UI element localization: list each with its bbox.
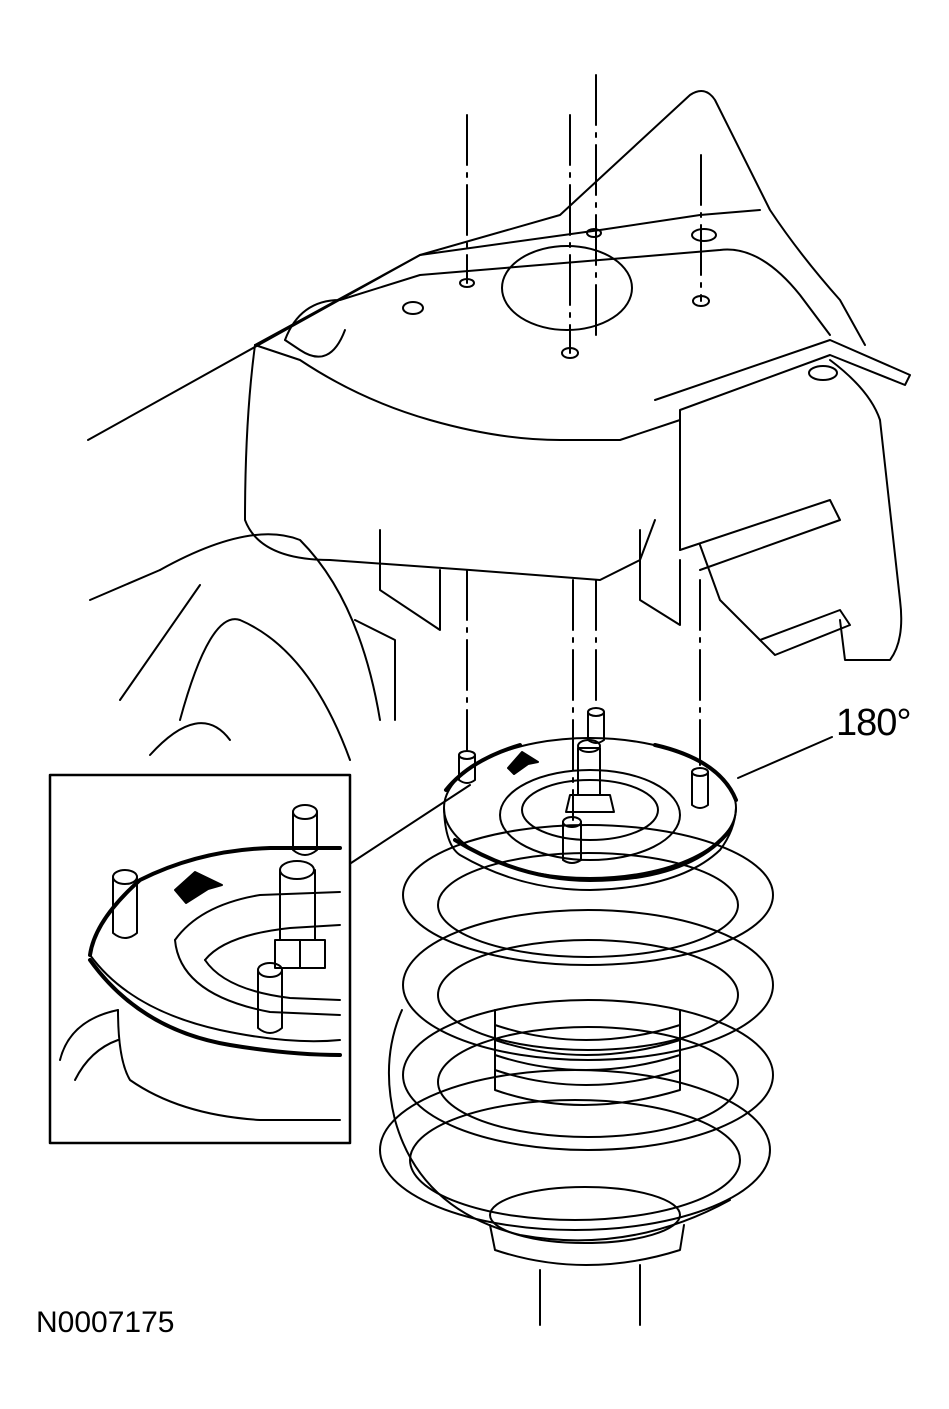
coil-spring [379,824,774,1242]
damper-body [489,1009,685,1326]
inset-mount [59,804,342,1121]
figure-id-label: N0007175 [36,1306,175,1339]
inset-detail [48,773,352,1145]
angle-leader-line [737,736,833,779]
rotation-arrow-icon [507,751,539,775]
inset-leader-line [347,784,471,866]
rotation-angle-label: 180° [836,702,912,744]
strut-tower [87,90,911,761]
inset-rotation-arrow-icon [174,871,223,904]
upper-strut-mount [443,707,738,891]
